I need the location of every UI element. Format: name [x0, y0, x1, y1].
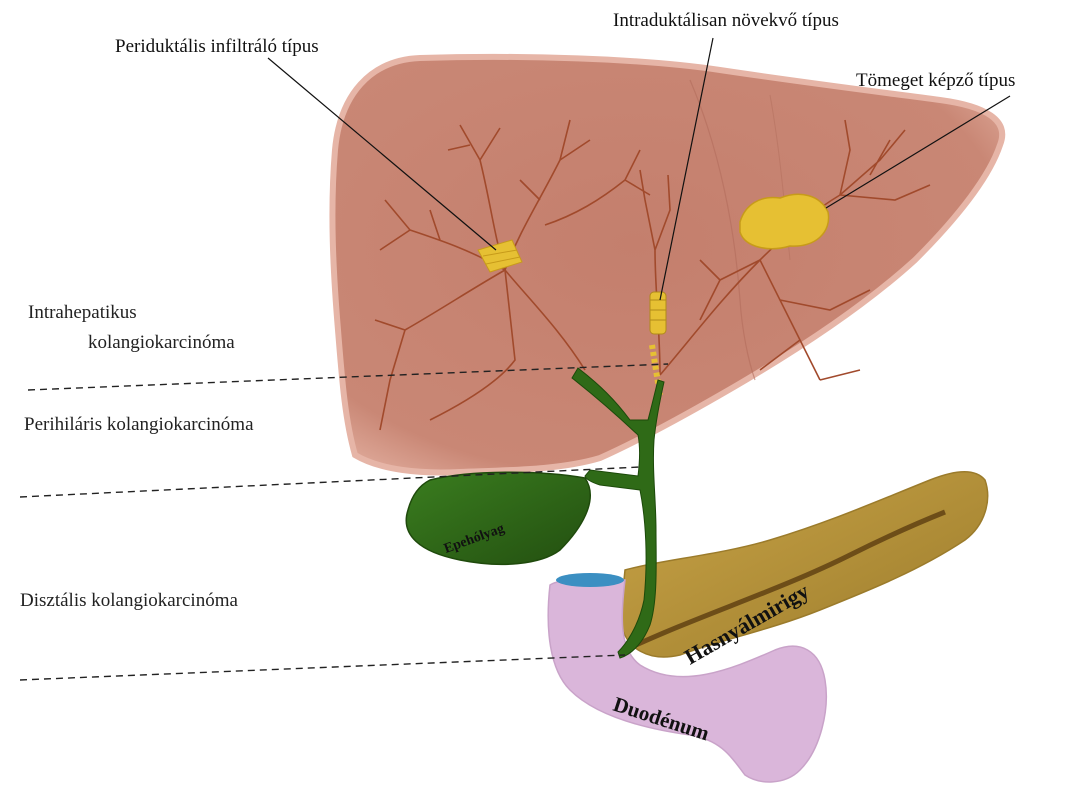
intraductal-label: Intraduktálisan növekvő típus	[613, 10, 839, 31]
intrahepatic-label-line2: kolangiokarcinóma	[88, 332, 235, 353]
distal-label: Disztális kolangiokarcinóma	[20, 590, 238, 611]
perihilar-label: Perihiláris kolangiokarcinóma	[24, 414, 254, 435]
mass-forming-label: Tömeget képző típus	[856, 70, 1015, 91]
periductal-label: Periduktális infiltráló típus	[115, 36, 319, 57]
mass-forming-tumor	[740, 194, 829, 248]
intrahepatic-label-line1: Intrahepatikus	[28, 302, 137, 323]
separator-distal-bottom	[20, 655, 625, 680]
pancreas	[620, 472, 988, 657]
gallbladder	[406, 472, 590, 564]
